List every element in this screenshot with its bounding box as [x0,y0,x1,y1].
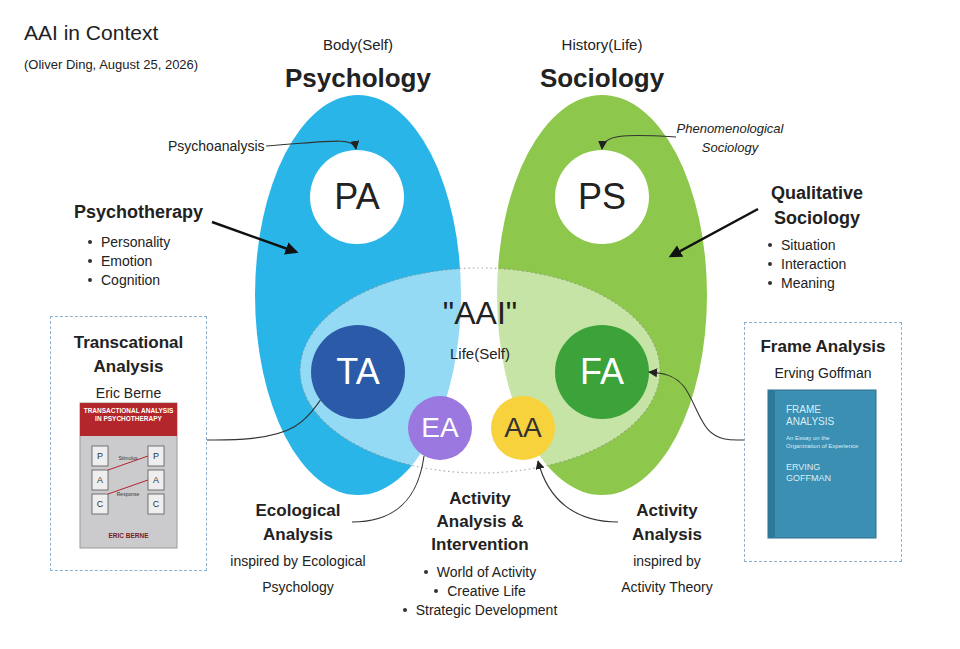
leader-arrow [602,135,676,149]
field-label: Psychoanalysis [168,137,278,155]
method-circle-fill [491,396,555,460]
ego-state-box [92,494,108,514]
book-title: FRAME ANALYSIS [786,404,848,428]
book-author: ERIC BERNE [82,532,175,540]
domain-heading: Psychotherapy [74,200,234,224]
method-note: inspired by Ecological Psychology [223,548,373,600]
bullet-item: Interaction [768,255,898,273]
field-title: Psychology [215,62,501,94]
field-subtitle: History(Life) [457,35,747,55]
book-band [80,403,177,436]
leader-connector [649,372,744,440]
diagram-caption: (Oliver Ding, August 25, 2026) [24,56,198,73]
transaction-label: Response [106,491,150,498]
method-note: inspired by Activity Theory [612,548,722,600]
reference-title: Transcational Analysis [57,331,200,379]
reference-title: Frame Analysis [751,335,895,359]
ego-state-box [148,470,164,490]
field-label: Phenomenological Sociology [668,119,792,157]
reference-box: Transcational AnalysisEric Berne [50,316,207,571]
method-circle: EA [408,396,472,460]
leader-connector [207,400,320,440]
ego-state-letter: P [148,446,164,466]
ego-state-box [92,470,108,490]
method-circle: TA [311,325,405,419]
bullet-item: World of Activity [380,563,580,581]
pointer-arrow [212,222,296,252]
ego-state-letter: C [92,494,108,514]
method-heading: Ecological Analysis [240,499,356,547]
bullet-item: Strategic Development [380,601,580,619]
leader-arrow [538,461,618,522]
leader-arrow [266,141,356,149]
ego-state-box [148,494,164,514]
overlap-subtitle: Life(Self) [360,344,600,364]
core-circle: PS [555,150,649,244]
diagram-title: AAI in Context [24,20,158,46]
domain-heading: Qualitative Sociology [752,181,882,231]
circle-label: PA [310,177,404,217]
method-heading: Activity Analysis & Intervention [421,487,539,556]
field-title: Sociology [457,62,747,94]
method-heading: Activity Analysis [612,499,722,547]
circle-label: EA [408,411,472,445]
circle-label: AA [491,411,555,445]
bullet-item: Emotion [88,252,218,270]
bullet-item: Situation [768,236,898,254]
ego-state-box [92,446,108,466]
transaction-line [108,456,148,470]
reference-box: Frame AnalysisErving Goffman [744,322,902,562]
bullet-item: Cognition [88,271,218,289]
reference-author: Eric Berne [57,383,200,403]
circle-label: TA [311,352,405,392]
core-circle-fill [310,150,404,244]
book-author: ERVING GOFFMAN [786,462,856,484]
book-cover [768,390,876,538]
connector-layer [207,372,744,440]
ego-state-letter: P [92,446,108,466]
overlap-ellipse-fill [300,268,660,473]
overlap-title: "AAI" [360,294,600,332]
circle-label: FA [555,352,649,392]
book-spine [768,390,775,538]
bullet-item: Meaning [768,274,898,292]
method-circle: FA [555,325,649,419]
method-circle: AA [491,396,555,460]
ego-state-box [148,446,164,466]
field-subtitle: Body(Self) [215,35,501,55]
method-circle-fill [555,325,649,419]
book-title: TRANSACTIONAL ANALYSIS IN PSYCHOTHERAPY [82,407,175,423]
book-cover [80,403,177,548]
circle-label: PS [555,177,649,217]
overlap-ellipse: "AAI" Life(Self)TA FA EA AA [300,268,660,473]
bullet-item: Creative Life [380,582,580,600]
reference-author: Erving Goffman [751,363,895,383]
ego-state-letter: C [148,494,164,514]
ego-state-letter: A [92,470,108,490]
transaction-label: Stimulus [106,455,150,462]
bullet-item: Personality [88,233,218,251]
pointer-arrow [671,209,758,256]
method-circle-fill [408,396,472,460]
transaction-line [108,480,148,494]
ego-state-letter: A [148,470,164,490]
method-circle-fill [311,325,405,419]
core-circle-fill [555,150,649,244]
book-subtitle: An Essay on the Organization of Experien… [786,434,864,450]
leader-line [352,456,424,522]
core-circle: PA [310,150,404,244]
